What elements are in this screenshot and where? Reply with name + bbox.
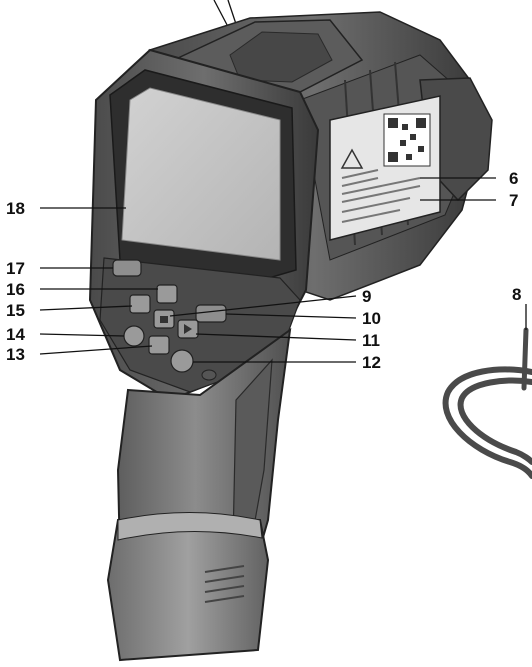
qr-code [388, 118, 426, 162]
leader-lines [39, 177, 527, 363]
device-front [88, 48, 320, 402]
save-icon [160, 316, 168, 323]
callout-13: 13 [6, 345, 25, 364]
callout-12: 12 [362, 353, 381, 372]
keypad [112, 259, 227, 373]
callout-14: 14 [6, 325, 25, 344]
warning-triangle-icon [340, 148, 364, 169]
callout-17: 17 [6, 259, 25, 278]
callout-10: 10 [362, 309, 381, 328]
callout-9: 9 [362, 287, 371, 306]
battery-pack [106, 512, 270, 662]
play-icon [184, 324, 192, 334]
callout-11: 11 [362, 331, 380, 350]
probe-cable [442, 327, 532, 479]
button-12[interactable] [170, 349, 194, 373]
button-17[interactable] [112, 259, 142, 277]
callout-6: 6 [509, 169, 518, 188]
callout-18: 18 [6, 199, 25, 218]
callout-8: 8 [512, 285, 521, 304]
label-sticker [329, 95, 441, 241]
button-10[interactable] [195, 304, 227, 323]
callout-15: 15 [6, 301, 25, 320]
button-14[interactable] [123, 325, 145, 347]
screw-hole [201, 369, 217, 381]
button-16[interactable] [156, 284, 178, 304]
callout-16: 16 [6, 280, 25, 299]
button-13[interactable] [148, 335, 170, 355]
button-15[interactable] [129, 294, 151, 314]
callout-labels: 18 17 16 15 14 13 6 7 9 10 11 12 8 [6, 169, 521, 372]
display-screen [121, 87, 281, 261]
callout-7: 7 [509, 191, 518, 210]
battery-release-ridges [204, 565, 245, 603]
